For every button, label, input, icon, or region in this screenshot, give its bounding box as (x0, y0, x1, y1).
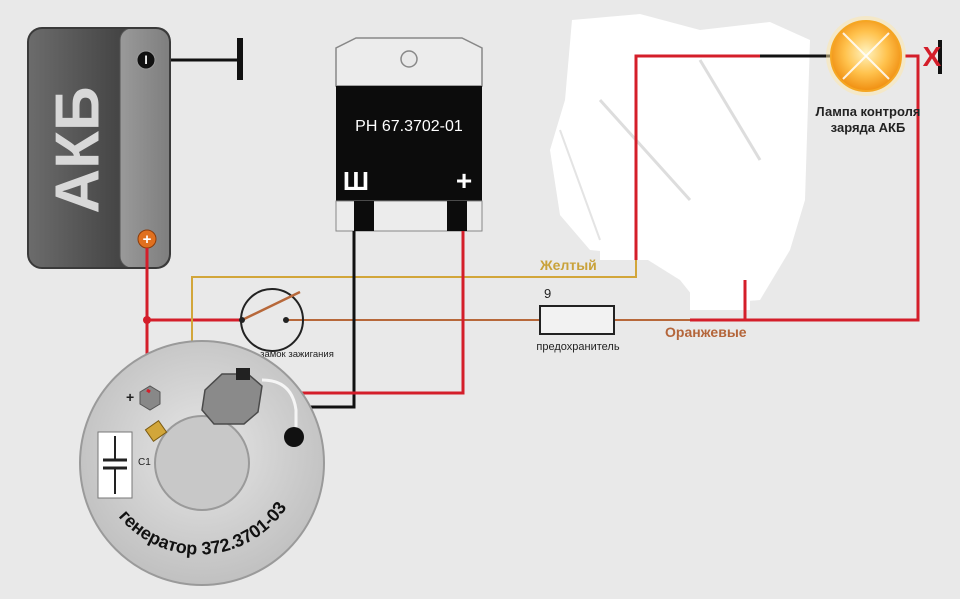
lamp-label-line2: заряда АКБ (831, 120, 906, 135)
capacitor-label: C1 (138, 457, 151, 468)
generator: C1 + генератор 372.3701-03 (79, 340, 325, 586)
regulator-model: РН 67.3702-01 (355, 118, 463, 135)
red-wire-regulator (240, 231, 465, 395)
lamp-label-line1: Лампа контроля (816, 104, 921, 119)
regulator-pin-sh (354, 201, 374, 231)
fuse-label: предохранитель (536, 341, 619, 353)
generator-shaft (154, 415, 250, 511)
ignition-label: замок зажигания (260, 349, 334, 360)
regulator-pin-plus (447, 201, 467, 231)
orange-wire-label: Оранжевые (665, 324, 747, 340)
junction-dot (143, 316, 151, 324)
battery-label: АКБ (43, 86, 112, 213)
voltage-regulator: РН 67.3702-01 Ш + (335, 37, 483, 232)
brush-ground-bolt (284, 427, 304, 447)
lamp-break-mark: X (923, 41, 942, 72)
ignition-switch-lever (241, 290, 301, 322)
brush-terminal (236, 368, 250, 380)
battery-minus-symbol: I (144, 53, 147, 67)
battery-minus-terminal (136, 50, 156, 70)
generator-plus-terminal (139, 385, 161, 411)
battery-plus-symbol: + (143, 231, 152, 248)
ignition-switch (239, 288, 304, 352)
battery-body (28, 28, 136, 268)
regulator-terminal-plus: + (456, 165, 472, 196)
regulator-body (336, 86, 482, 201)
generator-plus-symbol: + (126, 389, 134, 405)
yellow-wire-label: Желтый (539, 257, 597, 273)
regulator-mount-hole (400, 50, 418, 68)
fuse-number: 9 (544, 286, 551, 301)
erased-area (550, 14, 810, 310)
fuse (539, 305, 615, 335)
regulator-terminal-sh: Ш (343, 166, 369, 196)
charge-lamp (826, 16, 906, 96)
brush-holder (201, 373, 263, 425)
generator-spade-terminal (144, 419, 168, 443)
red-wire-generator (146, 388, 151, 394)
battery: АКБ I + (27, 27, 171, 269)
